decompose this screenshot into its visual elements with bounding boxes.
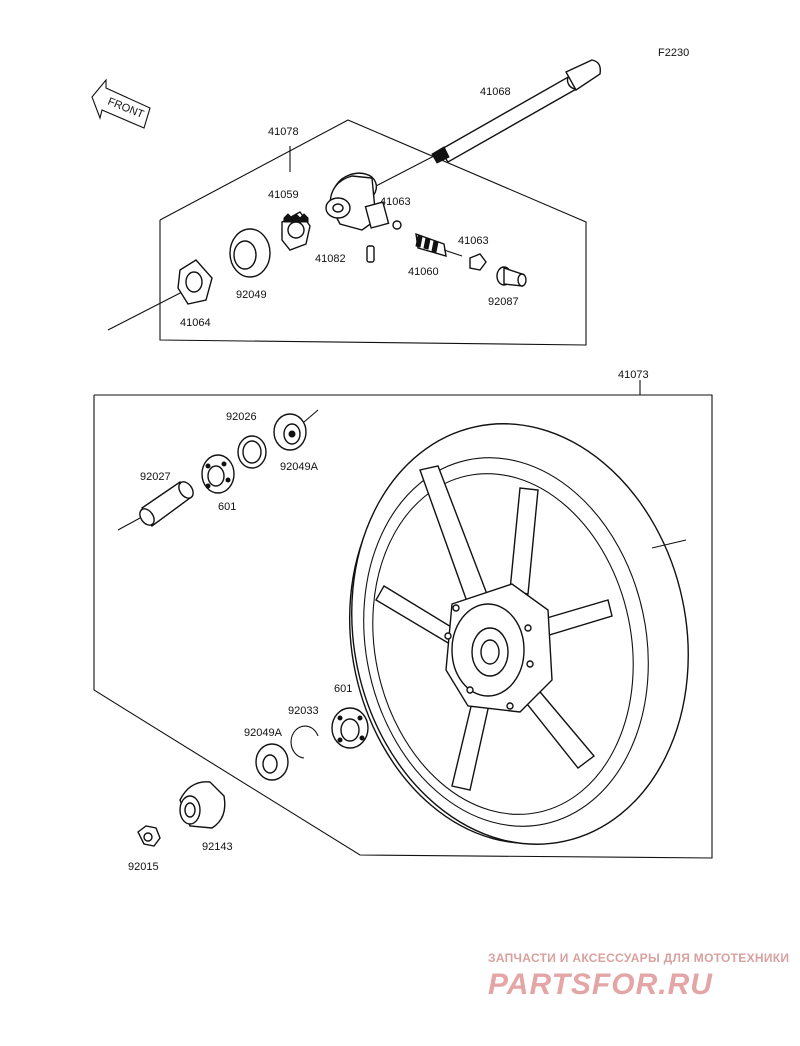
label-92033: 92033	[288, 705, 319, 717]
label-41059: 41059	[268, 189, 299, 201]
bearing-92049A-top	[273, 409, 319, 451]
speedometer-housing	[325, 172, 390, 231]
label-601-top: 601	[218, 501, 236, 513]
retainer-41064	[177, 259, 213, 305]
washer-41063-a	[392, 220, 402, 230]
label-41063-a: 41063	[380, 196, 411, 208]
circlip-92033	[290, 725, 319, 759]
label-41073: 41073	[618, 369, 649, 381]
nut-92015	[137, 825, 161, 847]
cast-wheel-41073	[348, 423, 689, 845]
collar-92143	[179, 781, 226, 829]
label-92015: 92015	[128, 861, 159, 873]
label-41060: 41060	[408, 266, 439, 278]
wheel-assembly-frame	[93, 380, 713, 859]
upper-assembly-frame	[107, 119, 587, 346]
watermark-brand: PARTSFOR.RU	[488, 968, 713, 1001]
label-92049A-top: 92049A	[280, 461, 319, 473]
label-92087: 92087	[488, 296, 519, 308]
label-41063-b: 41063	[458, 235, 489, 247]
label-601-bottom: 601	[334, 683, 352, 695]
label-41068: 41068	[480, 86, 511, 98]
gear-41059	[281, 211, 311, 251]
label-92027: 92027	[140, 471, 171, 483]
label-41082: 41082	[315, 253, 346, 265]
label-41078: 41078	[268, 126, 299, 138]
pin-41082	[366, 245, 375, 263]
seal-92049	[229, 228, 271, 278]
label-41064: 41064	[180, 317, 211, 329]
seal-92049A-bottom	[255, 743, 289, 781]
diagram-code: F2230	[658, 47, 689, 59]
watermark-tagline: ЗАПЧАСТИ И АКСЕССУАРЫ ДЛЯ МОТОТЕХНИКИ	[488, 951, 789, 965]
bushing-92087	[496, 266, 527, 287]
washer-41063-b	[469, 253, 487, 271]
label-92026: 92026	[226, 411, 257, 423]
front-label: FRONT	[106, 96, 146, 121]
label-92143: 92143	[202, 841, 233, 853]
collar-92026	[237, 435, 267, 469]
bearing-601-bottom	[331, 707, 369, 749]
partsfor-watermark-logo: ЗАПЧАСТИ И АКСЕССУАРЫ ДЛЯ МОТОТЕХНИКИ PA…	[488, 951, 789, 1001]
pinion-41060	[415, 232, 463, 257]
front-arrow-icon: FRONT	[91, 78, 151, 129]
bearing-601-top	[201, 454, 235, 494]
label-92049A-bottom: 92049A	[244, 727, 283, 739]
spacer-92027	[117, 481, 194, 531]
label-92049: 92049	[236, 289, 267, 301]
axle-41068	[371, 59, 602, 189]
